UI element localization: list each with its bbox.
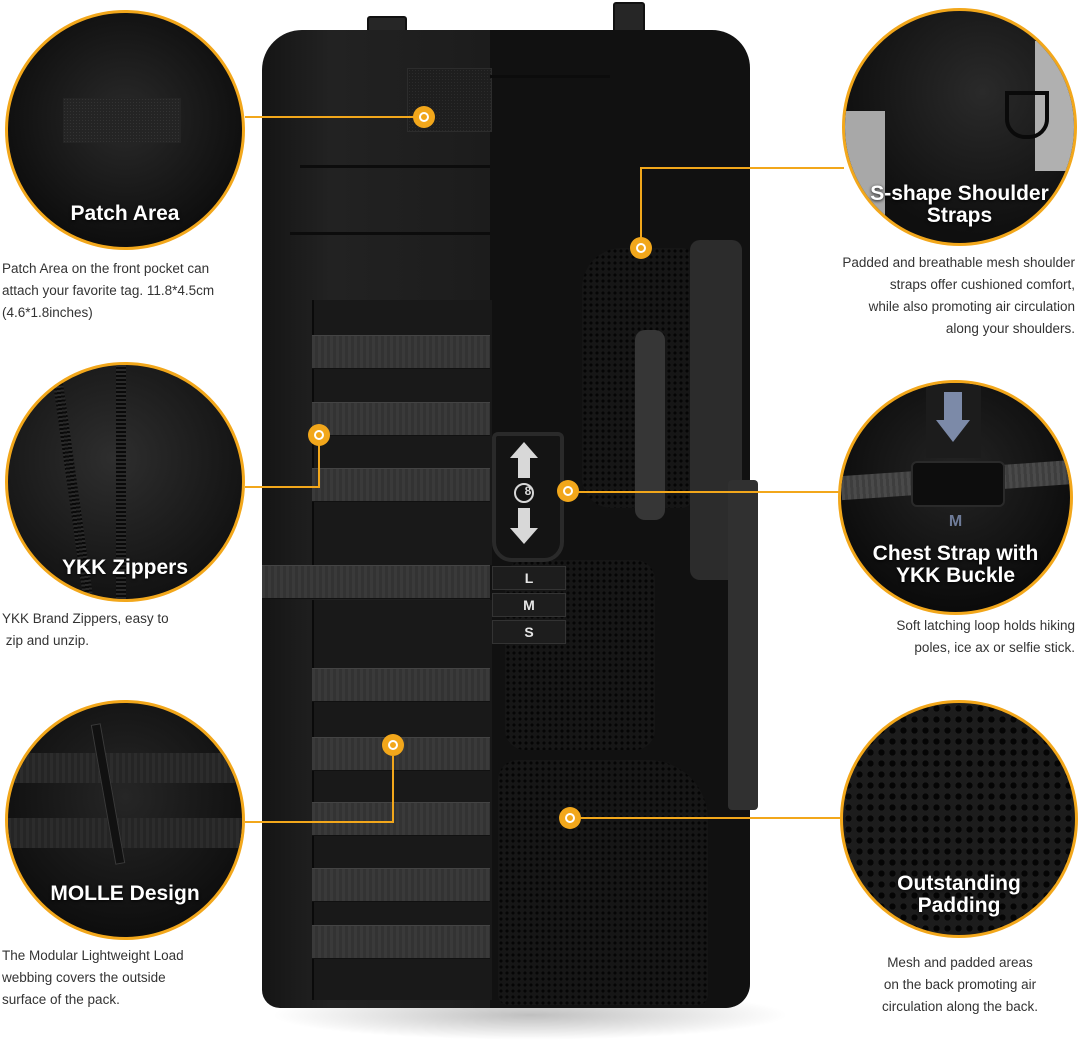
- connector-line: [572, 817, 842, 819]
- connector-line: [640, 168, 642, 240]
- molle-webbing: [312, 668, 490, 702]
- feature-description: Soft latching loop holds hiking poles, i…: [896, 618, 1075, 655]
- hotspot-marker-patch-area[interactable]: [413, 106, 435, 128]
- connector-line: [570, 491, 840, 493]
- molle-webbing: [312, 802, 490, 836]
- connector-line: [640, 167, 844, 169]
- d-ring: [1005, 91, 1049, 139]
- hotspot-marker-shoulder-straps[interactable]: [630, 237, 652, 259]
- molle-webbing-closeup: [8, 818, 242, 848]
- connector-line: [318, 445, 320, 488]
- connector-line: [245, 486, 320, 488]
- torso-adjuster: 8: [492, 432, 564, 562]
- molle-webbing: [312, 335, 490, 369]
- feature-description: Padded and breathable mesh shoulder stra…: [842, 255, 1075, 336]
- back-mesh-pad: [505, 560, 655, 750]
- feature-description: Patch Area on the front pocket can attac…: [2, 261, 215, 320]
- velcro-patch-closeup: [63, 98, 181, 143]
- arrow-down-icon: [936, 392, 970, 442]
- zipper-seam: [300, 165, 490, 168]
- molle-webbing: [312, 868, 490, 902]
- molle-webbing: [312, 925, 490, 959]
- zipper-seam: [490, 75, 610, 78]
- compression-strap: [262, 565, 490, 599]
- feature-description: YKK Brand Zippers, easy to zip and unzip…: [2, 611, 169, 648]
- feature-description: The Modular Lightweight Load webbing cov…: [2, 948, 184, 1007]
- size-label-large: L: [492, 566, 566, 590]
- feature-title: S-shape Shoulder Straps: [870, 182, 1049, 227]
- background-edge: [845, 111, 885, 243]
- sternum-strap-webbing: [635, 330, 665, 520]
- molle-webbing: [312, 468, 490, 502]
- zipper-seam: [290, 232, 490, 235]
- buckle: [911, 461, 1005, 507]
- connector-line: [245, 821, 394, 823]
- feature-description: Mesh and padded areas on the back promot…: [881, 955, 1039, 1014]
- feature-circle-patch-area: Patch Area: [5, 10, 245, 250]
- connector-line: [245, 116, 417, 118]
- lumbar-mesh-pad: [498, 760, 708, 1005]
- molle-webbing: [312, 402, 490, 436]
- adjust-arrows-icon: [510, 442, 538, 544]
- feature-circle-ykk-zippers: YKK Zippers: [5, 362, 245, 602]
- feature-title: Outstanding Padding: [897, 872, 1021, 917]
- feature-title: YKK Zippers: [61, 556, 189, 579]
- feature-title: Patch Area: [70, 202, 180, 225]
- connector-line: [392, 756, 394, 823]
- feature-circle-padding: Outstanding Padding: [840, 700, 1078, 938]
- hotspot-marker-ykk-zippers[interactable]: [308, 424, 330, 446]
- adjuster-closeup: [926, 383, 981, 458]
- size-label-small: S: [492, 620, 566, 644]
- hotspot-marker-chest-strap[interactable]: [557, 480, 579, 502]
- feature-title: MOLLE Design: [50, 882, 200, 905]
- hotspot-marker-padding[interactable]: [559, 807, 581, 829]
- zipper-teeth: [116, 365, 126, 599]
- strap-tail: [728, 480, 758, 810]
- feature-title: Chest Strap with YKK Buckle: [872, 542, 1039, 587]
- size-label-medium: M: [492, 593, 566, 617]
- feature-circle-chest-strap: M Chest Strap with YKK Buckle: [838, 380, 1073, 615]
- size-mark: M: [948, 513, 963, 530]
- adjuster-badge: 8: [524, 484, 532, 498]
- feature-circle-molle-design: MOLLE Design: [5, 700, 245, 940]
- feature-circle-shoulder-straps: S-shape Shoulder Straps: [842, 8, 1077, 246]
- molle-webbing-closeup: [8, 753, 242, 783]
- hotspot-marker-molle-design[interactable]: [382, 734, 404, 756]
